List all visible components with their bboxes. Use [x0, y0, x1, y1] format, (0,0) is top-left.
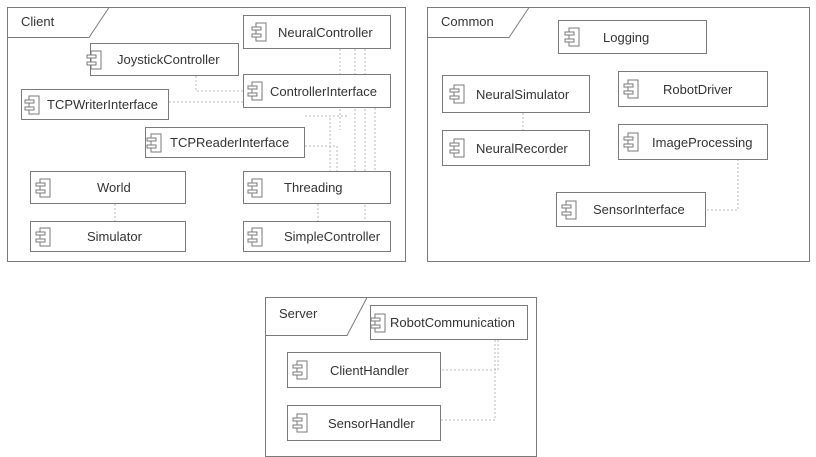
component-icon [146, 133, 162, 152]
component-threading[interactable]: Threading [243, 171, 391, 204]
component-label: SimpleController [284, 229, 381, 244]
component-label: Threading [284, 180, 343, 195]
component-icon [35, 178, 51, 197]
component-label: ClientHandler [330, 362, 409, 378]
component-image-processing[interactable]: ImageProcessing [618, 124, 768, 160]
component-logging[interactable]: Logging [558, 20, 707, 54]
component-icon [370, 313, 386, 332]
component-simple-controller[interactable]: SimpleController [243, 221, 391, 252]
package-tab-shape [265, 297, 368, 336]
component-world[interactable]: World [30, 171, 186, 204]
component-label: Logging [603, 29, 650, 45]
component-label: ImageProcessing [652, 134, 753, 150]
component-joystick-controller[interactable]: JoystickController [86, 43, 239, 76]
component-label: NeuralRecorder [476, 140, 568, 156]
component-tcp-writer-interface[interactable]: TCPWriterInterface [21, 89, 169, 120]
component-icon [292, 360, 308, 380]
component-icon [24, 95, 40, 114]
component-sensor-handler[interactable]: SensorHandler [287, 405, 441, 441]
component-icon [449, 138, 465, 158]
package-tab-shape [427, 7, 530, 38]
component-simulator[interactable]: Simulator [30, 221, 186, 252]
component-icon [292, 413, 308, 433]
component-label: SensorHandler [328, 415, 415, 431]
component-icon [247, 81, 263, 101]
component-label: TCPWriterInterface [47, 97, 159, 112]
component-icon [449, 84, 465, 104]
component-icon [35, 227, 51, 246]
component-icon [564, 27, 580, 47]
component-neural-controller[interactable]: NeuralController [243, 15, 391, 49]
component-robot-driver[interactable]: RobotDriver [618, 71, 768, 107]
package-title: Common [441, 14, 494, 29]
component-label: World [97, 180, 131, 195]
component-icon [247, 227, 263, 246]
package-tab-shape [7, 7, 110, 38]
component-label: TCPReaderInterface [170, 135, 290, 150]
component-label: JoystickController [117, 52, 220, 67]
component-icon [251, 22, 267, 42]
component-label: RobotCommunication [390, 315, 516, 330]
component-neural-simulator[interactable]: NeuralSimulator [442, 75, 590, 113]
component-icon [561, 200, 577, 219]
component-icon [247, 178, 263, 197]
component-icon [86, 50, 102, 69]
component-icon [623, 79, 639, 99]
component-label: NeuralSimulator [476, 86, 570, 102]
package-title: Server [279, 306, 318, 321]
package-title: Client [21, 14, 55, 29]
component-tcp-reader-interface[interactable]: TCPReaderInterface [145, 127, 305, 158]
component-neural-recorder[interactable]: NeuralRecorder [442, 130, 590, 166]
component-controller-interface[interactable]: ControllerInterface [243, 74, 391, 108]
component-label: SensorInterface [593, 202, 685, 217]
component-sensor-interface[interactable]: SensorInterface [556, 192, 706, 227]
component-label: ControllerInterface [270, 83, 377, 99]
component-label: RobotDriver [663, 81, 733, 97]
component-client-handler[interactable]: ClientHandler [287, 352, 441, 388]
component-robot-communication[interactable]: RobotCommunication [370, 305, 528, 340]
component-label: Simulator [87, 229, 142, 244]
component-icon [623, 132, 639, 152]
component-label: NeuralController [278, 24, 373, 40]
